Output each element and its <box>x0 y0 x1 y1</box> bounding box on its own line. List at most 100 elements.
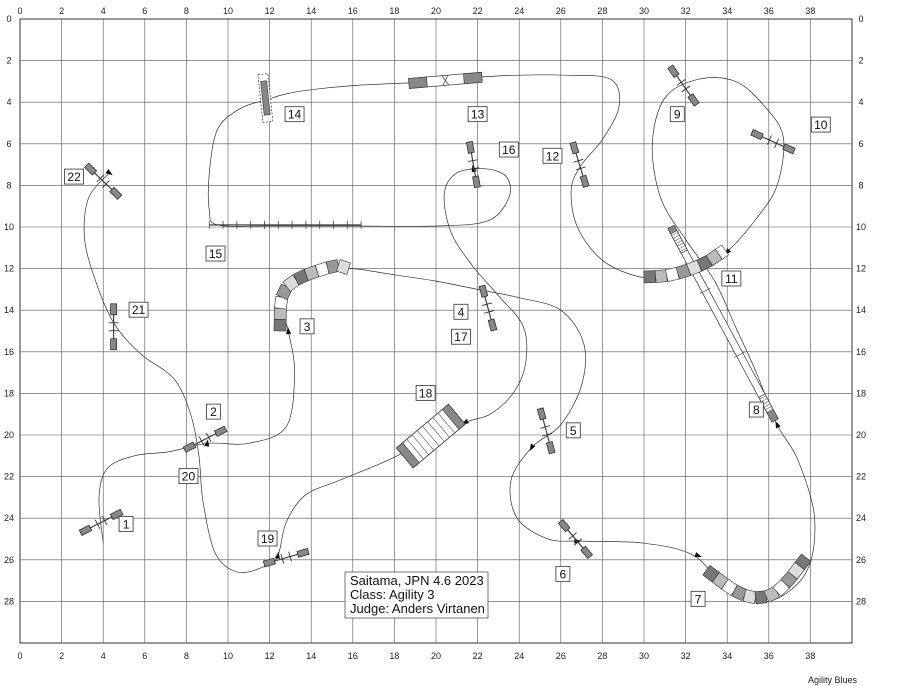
x-tick-bottom: 18 <box>389 651 399 661</box>
handler-path <box>83 74 816 603</box>
obstacle-20-label: 20 <box>178 468 199 485</box>
obstacle-number: 2 <box>210 405 217 419</box>
jump-wing-right <box>109 186 123 200</box>
x-tick-top: 34 <box>722 6 732 16</box>
jump-bar-group <box>262 548 310 568</box>
dogwalk-slat <box>677 242 684 247</box>
tunnel-rib <box>432 417 450 438</box>
arrow-head <box>775 420 781 429</box>
aframe-body <box>408 71 483 89</box>
obstacle-1-jump: 1 <box>78 508 134 536</box>
dogwalk-support <box>734 351 746 358</box>
x-tick-bottom: 6 <box>142 651 147 661</box>
x-tick-bottom: 16 <box>348 651 358 661</box>
obstacle-22-jump: 22 <box>64 162 123 200</box>
obstacle-number-box <box>669 106 685 123</box>
jump-bar-group <box>478 284 498 332</box>
x-tick-bottom: 14 <box>306 651 316 661</box>
obstacle-8-dogwalk: 8 <box>667 224 779 423</box>
obstacle-number-box <box>257 530 278 547</box>
x-tick-top: 18 <box>389 6 399 16</box>
obstacle-number: 9 <box>674 108 681 122</box>
jump-wing-left <box>536 407 547 421</box>
tunnel-segment <box>336 259 351 275</box>
obstacle-6-jump: 6 <box>555 518 593 582</box>
jump-wing-right <box>545 441 556 455</box>
y-tick-right: 12 <box>856 264 866 274</box>
x-tick-top: 22 <box>473 6 483 16</box>
x-tick-top: 0 <box>17 6 22 16</box>
jump-pole <box>484 310 494 314</box>
jump-pole <box>467 159 478 162</box>
obstacle-5-jump: 5 <box>536 407 581 455</box>
x-tick-top: 10 <box>223 6 233 16</box>
jump-wing-left <box>110 303 117 316</box>
obstacle-number-box <box>178 468 199 485</box>
tunnel-rib <box>437 412 456 434</box>
obstacle-number-box <box>415 384 436 401</box>
obstacle-3-tunnel: 3 <box>273 259 351 335</box>
direction-arrow <box>775 420 781 429</box>
jump-pole <box>469 167 480 170</box>
jump-pole <box>573 538 583 546</box>
obstacle-number: 14 <box>288 108 302 122</box>
y-tick-left: 2 <box>6 56 11 66</box>
table-body <box>257 73 274 123</box>
dogwalk-slat <box>766 408 774 413</box>
obstacle-number-box <box>542 147 563 164</box>
jump-pole <box>568 532 577 540</box>
y-tick-right: 14 <box>856 305 866 315</box>
y-tick-left: 4 <box>6 97 11 107</box>
obstacle-14-table: 14 <box>257 73 305 123</box>
obstacle-number-box <box>64 168 84 185</box>
obstacle-number-box <box>299 318 315 335</box>
obstacle-number: 22 <box>67 170 81 184</box>
y-tick-right: 26 <box>856 555 866 565</box>
jump-wing-right <box>580 545 593 560</box>
table-surface <box>260 80 271 116</box>
obstacle-number: 10 <box>814 118 828 132</box>
x-tick-bottom: 12 <box>265 651 275 661</box>
info-box: Saitama, JPN 4.6 2023 Class: Agility 3 J… <box>344 571 489 619</box>
jump-bar-group <box>667 64 700 107</box>
obstacle-number-box <box>498 141 519 158</box>
obstacle-number: 16 <box>502 143 516 157</box>
jump-pole <box>766 135 772 145</box>
dogwalk-end <box>667 225 678 235</box>
jump-wing-left <box>262 557 276 568</box>
tunnel-segment <box>273 307 287 320</box>
direction-arrow <box>694 552 702 558</box>
y-tick-right: 22 <box>856 472 866 482</box>
obstacle-15-weave: 15 <box>205 220 362 262</box>
obstacle-number: 6 <box>560 567 567 581</box>
obstacle-number: 4 <box>458 305 465 319</box>
dogwalk-slat <box>673 234 680 239</box>
y-tick-right: 16 <box>856 347 866 357</box>
y-tick-left: 18 <box>4 388 14 398</box>
x-tick-bottom: 32 <box>681 651 691 661</box>
obstacle-number-box <box>284 106 305 123</box>
direction-arrow <box>274 551 280 560</box>
obstacle-number: 20 <box>182 470 196 484</box>
dogwalk-slat <box>765 406 772 410</box>
x-tick-bottom: 20 <box>431 651 441 661</box>
x-tick-bottom: 24 <box>514 651 524 661</box>
x-tick-top: 26 <box>556 6 566 16</box>
arrow-head <box>105 169 113 176</box>
jump-bar-group <box>569 141 590 188</box>
y-tick-right: 2 <box>858 56 863 66</box>
y-tick-right: 24 <box>856 513 866 523</box>
tunnel-segment <box>643 270 657 284</box>
jump-pole <box>542 432 553 437</box>
x-tick-top: 28 <box>597 6 607 16</box>
dogwalk-slat <box>674 237 681 242</box>
tunnel-rib <box>411 434 429 455</box>
x-tick-top: 12 <box>265 6 275 16</box>
obstacle-number: 3 <box>304 320 311 334</box>
obstacle-number: 12 <box>546 149 560 163</box>
tunnel-rib <box>427 421 445 442</box>
y-tick-left: 16 <box>4 347 14 357</box>
direction-arrow <box>529 443 536 451</box>
y-tick-left: 0 <box>6 14 11 24</box>
